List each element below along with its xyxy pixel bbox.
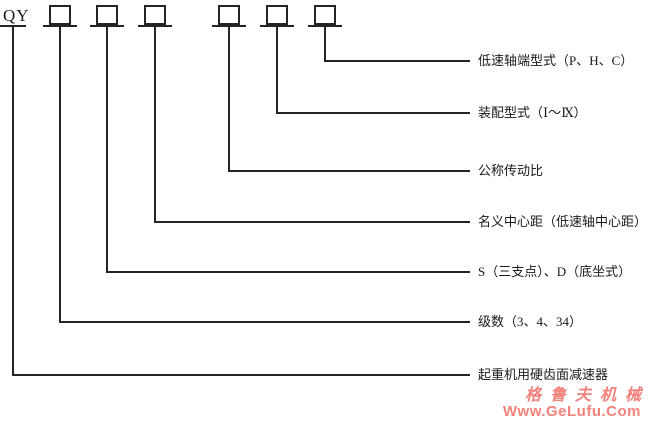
connector-vline-box2: [106, 27, 108, 273]
connector-vline-box6: [324, 27, 326, 62]
underline-box-1: [43, 25, 77, 27]
underline-box-5: [260, 25, 294, 27]
connector-hline-row1: [324, 60, 470, 62]
label-assembly-type: 装配型式（Ⅰ～Ⅸ）: [478, 105, 587, 120]
watermark-url: Www.GeLufu.Com: [502, 403, 641, 420]
connector-vline-box5: [276, 27, 278, 114]
connector-hline-row5: [106, 271, 470, 273]
label-nominal-center-distance: 名义中心距（低速轴中心距）: [478, 214, 648, 229]
connector-hline-row6: [59, 321, 470, 323]
code-box-3: [144, 5, 166, 25]
label-product-type: 起重机用硬齿面减速器: [478, 367, 609, 382]
code-box-4: [218, 5, 240, 25]
connector-vline-box4: [228, 27, 230, 172]
connector-hline-row4: [154, 221, 470, 223]
label-low-speed-shaft-end-type: 低速轴端型式（P、H、C）: [478, 53, 634, 68]
connector-hline-row2: [276, 112, 470, 114]
label-stage-count: 级数（3、4、34）: [478, 314, 583, 329]
code-box-6: [314, 5, 336, 25]
watermark: 格鲁夫机械 Www.GeLufu.Com: [503, 387, 641, 419]
underline-box-4: [212, 25, 246, 27]
watermark-brand: 格鲁夫机械: [524, 387, 650, 404]
label-mount-style: S（三支点）、D（底坐式）: [478, 264, 632, 279]
code-box-5: [266, 5, 288, 25]
label-nominal-ratio: 公称传动比: [478, 163, 544, 178]
code-box-1: [49, 5, 71, 25]
connector-vline-prefix: [12, 27, 14, 376]
connector-hline-row7: [12, 374, 470, 376]
connector-vline-box3: [154, 27, 156, 223]
underline-prefix: [0, 25, 26, 27]
connector-vline-box1: [59, 27, 61, 323]
underline-box-3: [138, 25, 172, 27]
connector-hline-row3: [228, 170, 470, 172]
model-prefix: QY: [3, 6, 30, 25]
underline-box-2: [90, 25, 124, 27]
code-box-2: [96, 5, 118, 25]
underline-box-6: [308, 25, 342, 27]
